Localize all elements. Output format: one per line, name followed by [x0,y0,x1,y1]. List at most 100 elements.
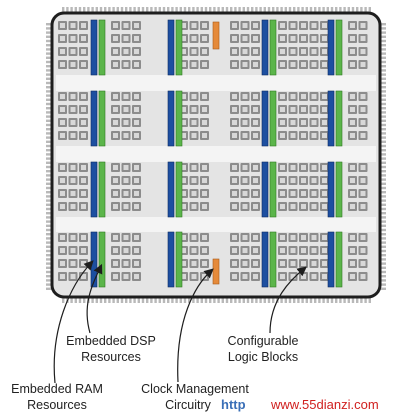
logic-cell-core [311,36,317,41]
io-pin [104,7,107,15]
logic-cell-core [280,191,285,196]
logic-cell-core [202,261,207,266]
logic-cell-core [253,178,258,183]
logic-cell-core [322,36,327,41]
embedded-ram-block [261,90,269,147]
logic-cell-core [70,94,76,99]
io-pin [343,295,346,303]
embedded-dsp-block [269,161,277,218]
io-pin [154,7,157,15]
logic-cell-core [202,178,207,183]
logic-cell-core [181,62,186,67]
io-pin [378,65,386,68]
logic-cell-core [311,191,317,196]
logic-cell-core [311,62,317,67]
io-pin [378,182,386,185]
logic-cell-core [232,120,237,125]
logic-cell-core [280,178,285,183]
io-pin [46,94,54,97]
logic-cell-core [123,62,129,67]
logic-cell-core [360,94,366,99]
logic-cell-core [202,165,207,170]
logic-cell-core [360,23,366,28]
io-pin [339,295,342,303]
io-pin [378,233,386,236]
io-pin [276,7,279,15]
embedded-dsp-block [98,90,106,147]
logic-cell-core [290,49,296,54]
label-clock-management: Clock Management Circuitry [132,381,258,413]
logic-cell-core [242,274,248,279]
label-configurable-logic-line1: Configurable [227,334,299,348]
logic-cell-core [202,107,207,112]
logic-cell-core [350,235,355,240]
embedded-ram-block [167,90,175,147]
embedded-dsp-block [335,231,343,288]
io-pin [301,295,304,303]
io-pin [116,7,119,15]
logic-cell-core [123,261,129,266]
io-pin [378,216,386,219]
logic-cell-core [60,23,65,28]
io-pin [297,7,300,15]
io-pin [112,7,115,15]
io-pin [378,69,386,72]
io-pin [116,295,119,303]
io-pin [284,295,287,303]
io-pin [196,7,199,15]
io-pin [133,295,136,303]
embedded-ram-block [327,19,335,76]
io-pin [330,7,334,15]
io-pin [46,266,54,269]
routing-channel [56,217,376,232]
io-pin [267,7,271,15]
io-pin [378,186,386,190]
io-pin [192,7,195,15]
logic-cell-core [301,23,306,28]
logic-cell-core [242,23,248,28]
io-pin [46,216,54,219]
io-pin [378,107,386,110]
logic-cell-core [134,62,139,67]
io-pin [378,128,386,131]
io-pin [378,123,386,127]
embedded-ram-block [327,90,335,147]
logic-cell-core [191,235,197,240]
io-pin [378,35,386,38]
io-pin [171,7,174,15]
logic-cell-core [191,274,197,279]
logic-cell-core [134,274,139,279]
io-pin [133,7,136,15]
io-pin [378,119,386,122]
io-pin [326,7,329,15]
logic-cell-core [113,261,118,266]
watermark-prefix: http [221,397,246,412]
logic-cell-core [81,191,86,196]
io-pin [347,7,350,15]
label-configurable-logic-line2: Logic Blocks [227,350,299,364]
logic-cell-core [70,133,76,138]
logic-cell-core [81,49,86,54]
logic-cell-core [280,165,285,170]
io-pin [162,295,166,303]
io-pin [46,98,54,101]
io-pin [46,245,54,248]
logic-cell-core [123,274,129,279]
io-pin [46,119,54,122]
io-pin [188,7,191,15]
logic-cell-core [202,248,207,253]
io-pin [46,157,54,160]
logic-cell-core [322,120,327,125]
io-pin [46,86,54,89]
io-pin [378,52,386,55]
io-pin [378,283,386,286]
io-pin [137,295,140,303]
logic-cell-core [202,235,207,240]
logic-cell-core [191,165,197,170]
io-pin [378,23,386,26]
logic-cell-core [113,178,118,183]
io-pin [378,115,386,118]
logic-cell-core [113,248,118,253]
io-pin [46,102,54,106]
logic-cell-core [242,165,248,170]
